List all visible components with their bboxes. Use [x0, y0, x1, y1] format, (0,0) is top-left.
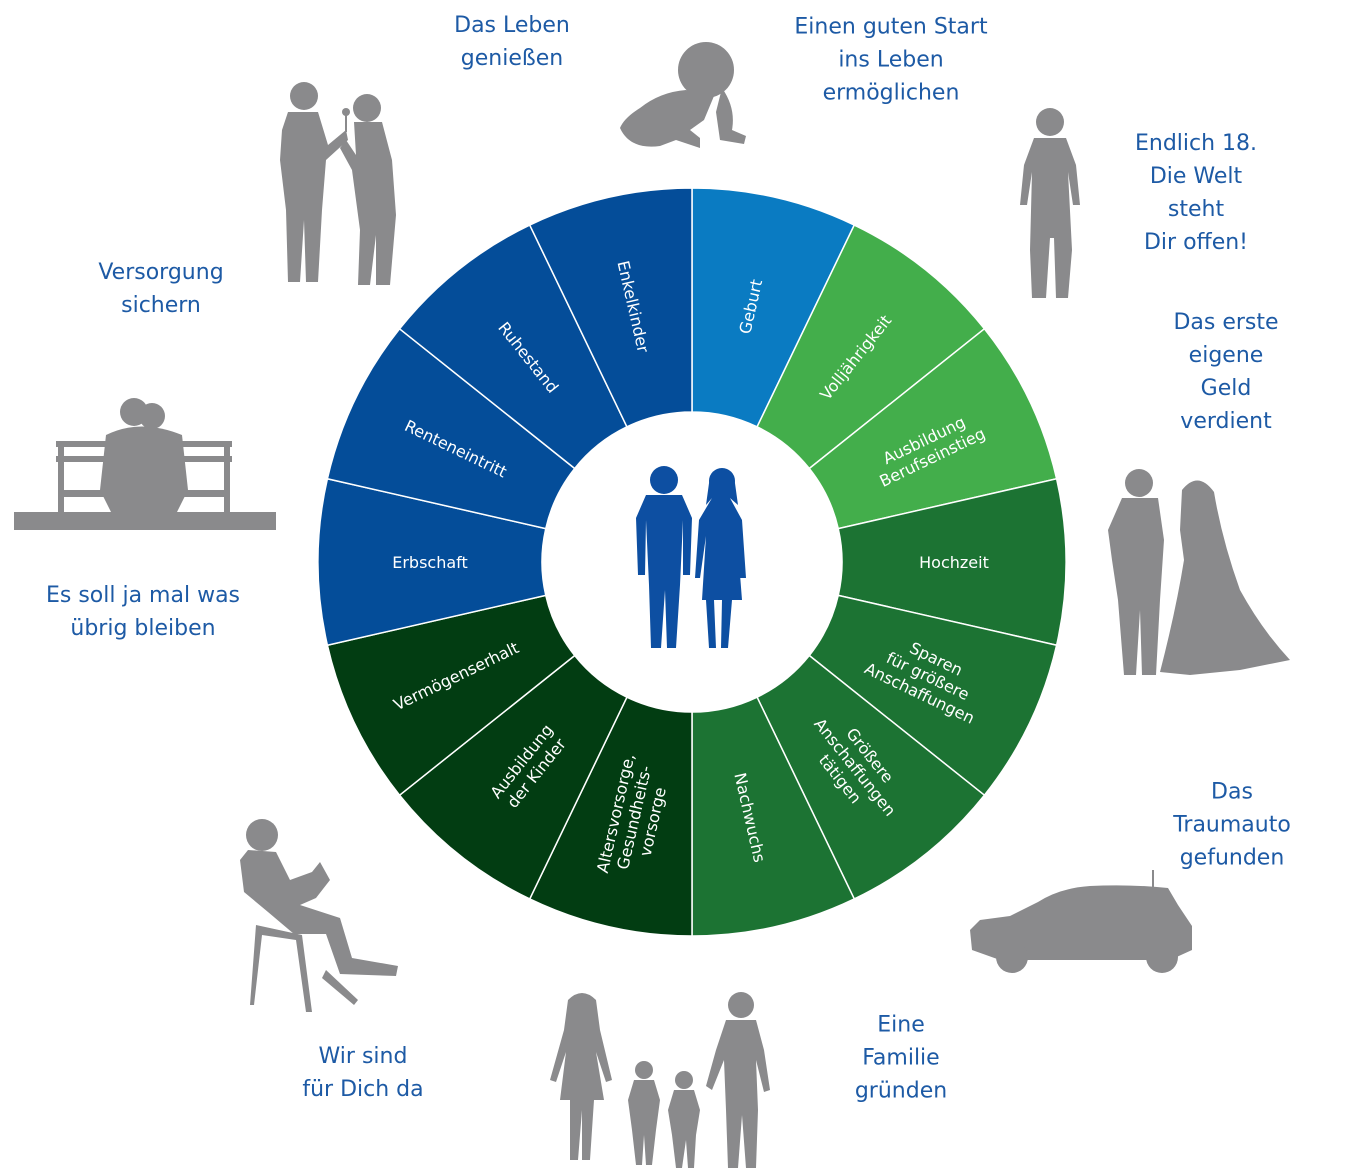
- life-wheel: GeburtVolljährigkeitAusbildungBerufseins…: [317, 187, 1067, 937]
- label-car: Das Traumauto gefunden: [1173, 779, 1291, 871]
- wheel-center: [542, 412, 842, 712]
- car-icon: [970, 870, 1192, 973]
- reading-woman-icon: [240, 819, 398, 1012]
- label-leftover: Es soll ja mal was übrig bleiben: [45, 583, 241, 641]
- wheel-segment-label-line: Hochzeit: [919, 553, 989, 572]
- label-money: Das erste eigene Geld verdient: [1173, 310, 1279, 434]
- label-start: Einen guten Start ins Leben ermöglichen: [794, 14, 988, 106]
- young-man-icon: [1020, 108, 1080, 298]
- label-family: Eine Familie gründen: [854, 1012, 948, 1104]
- wheel-segment-label-line: Erbschaft: [392, 553, 468, 572]
- label-eighteen: Endlich 18. Die Welt steht Dir offen!: [1134, 131, 1258, 255]
- bench-couple-icon: [14, 398, 276, 530]
- label-provision: Versorgung sichern: [98, 260, 224, 318]
- family-icon: [550, 992, 770, 1168]
- baby-crawling-icon: [620, 42, 746, 148]
- label-there: Wir sind für Dich da: [302, 1044, 424, 1102]
- center-couple-icon: [636, 466, 746, 648]
- wheel-segment-label-3: Hochzeit: [919, 553, 989, 572]
- wedding-couple-icon: [1108, 469, 1290, 675]
- label-enjoy: Das Leben genießen: [454, 13, 570, 71]
- wheel-segment-label-10: Erbschaft: [392, 553, 468, 572]
- elderly-couple-icon: [280, 82, 396, 285]
